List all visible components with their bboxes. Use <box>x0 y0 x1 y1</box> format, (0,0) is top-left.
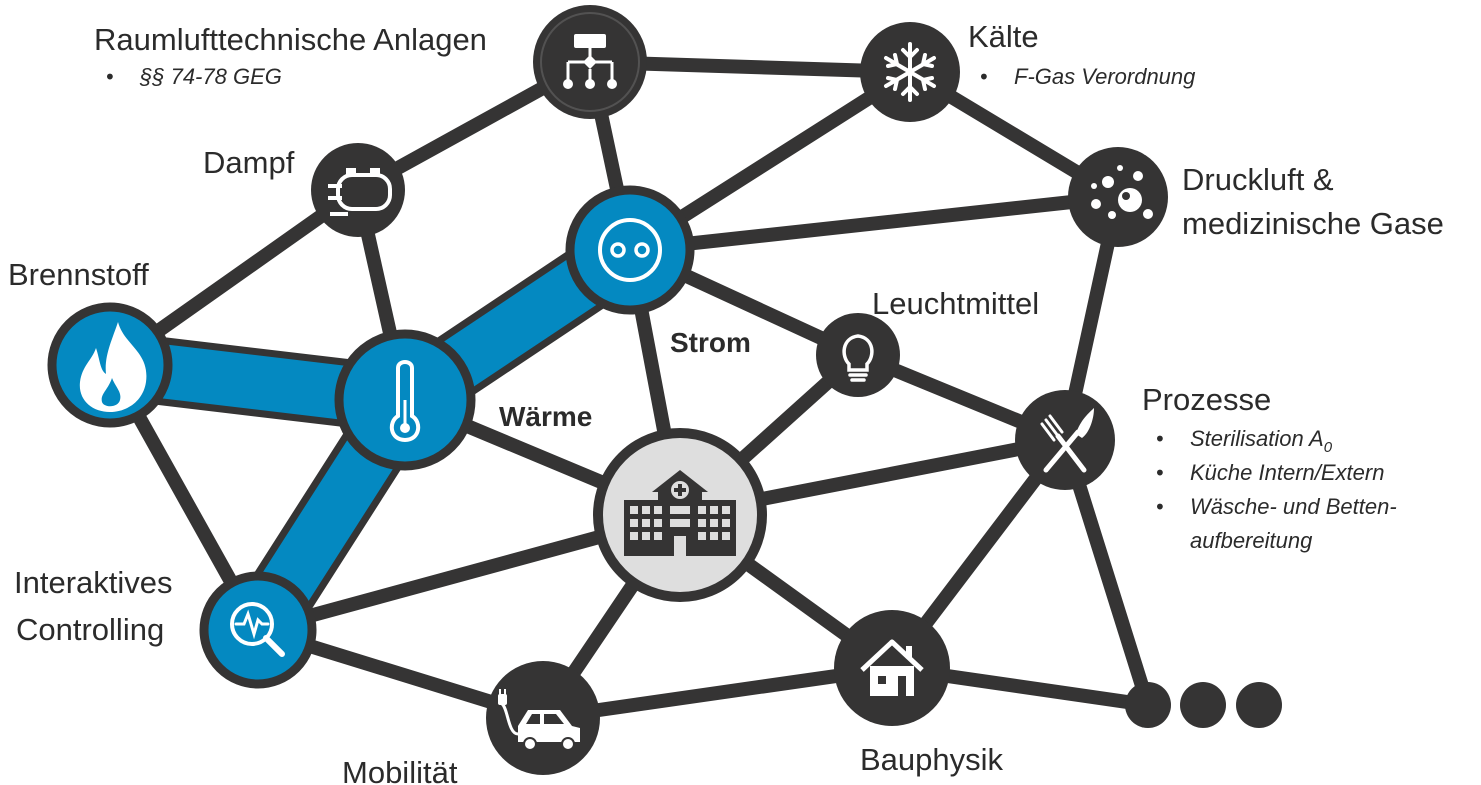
label-strom: Strom <box>670 327 751 358</box>
label-dampf: Dampf <box>203 145 295 180</box>
label-controlling-1: Interaktives <box>14 565 173 600</box>
label-leuchtmittel: Leuchtmittel <box>872 286 1039 321</box>
node-rlt <box>533 5 647 119</box>
magnifier-pulse-icon <box>230 602 285 657</box>
labels: Raumlufttechnische Anlagen • §§ 74-78 GE… <box>8 19 1444 785</box>
label-kaelte: Kälte <box>968 19 1039 54</box>
label-druckluft-2: medizinische Gase <box>1182 206 1444 241</box>
bullet-prozesse-2: • <box>1154 461 1166 485</box>
bullet-rlt: • <box>104 65 116 89</box>
node-druckluft <box>1068 147 1168 247</box>
label-prozesse: Prozesse <box>1142 382 1271 417</box>
bullet-rlt-text: §§ 74-78 GEG <box>139 64 282 89</box>
node-waerme <box>334 329 476 471</box>
bubbles-icon <box>1091 165 1153 219</box>
node-dampf <box>311 143 405 237</box>
bullet-prozesse-4-text: aufbereitung <box>1190 528 1313 553</box>
house-icon <box>860 639 924 696</box>
flame-icon <box>79 322 147 412</box>
node-strom <box>565 185 695 315</box>
node-leuchtmittel <box>816 313 900 397</box>
thermometer-icon <box>389 360 421 443</box>
edge-strom-druckluft <box>623 190 1125 257</box>
label-mobilitaet: Mobilität <box>342 755 458 785</box>
node-prozesse <box>1015 390 1115 490</box>
electric-car-icon <box>498 689 580 751</box>
snowflake-icon <box>884 42 936 102</box>
node-bauphysik <box>834 610 950 726</box>
node-brennstoff <box>47 302 173 428</box>
bullet-kaelte: • <box>978 65 990 89</box>
node-kaelte <box>860 22 960 122</box>
lightbulb-icon <box>842 334 874 382</box>
edge-mobilitaet-bauphysik <box>536 661 899 725</box>
steam-tank-icon <box>328 168 392 216</box>
label-controlling-2: Controlling <box>16 612 164 647</box>
node-hospital <box>593 428 767 602</box>
bullet-prozesse-2-text: Küche Intern/Extern <box>1190 460 1384 485</box>
bullet-prozesse-3: • <box>1154 495 1166 519</box>
label-rlt: Raumlufttechnische Anlagen <box>94 22 487 57</box>
hospital-icon <box>624 470 736 556</box>
ellipsis-dots <box>1125 682 1282 728</box>
bullet-prozesse-1-text: Sterilisation A0 <box>1190 426 1333 456</box>
label-waerme: Wärme <box>499 401 592 432</box>
fork-knife-icon <box>1040 408 1094 473</box>
subscript-zero: 0 <box>1324 439 1333 456</box>
bullet-prozesse-3-text: Wäsche- und Betten- <box>1190 494 1397 519</box>
node-mobilitaet <box>486 661 600 775</box>
node-controlling <box>199 571 317 689</box>
socket-icon <box>598 218 662 282</box>
bullet-kaelte-text: F-Gas Verordnung <box>1014 64 1196 89</box>
label-bauphysik: Bauphysik <box>860 742 1004 777</box>
label-druckluft-1: Druckluft & <box>1182 162 1334 197</box>
bullet-prozesse-1: • <box>1154 427 1166 451</box>
hierarchy-icon <box>563 34 617 89</box>
label-brennstoff: Brennstoff <box>8 257 149 292</box>
